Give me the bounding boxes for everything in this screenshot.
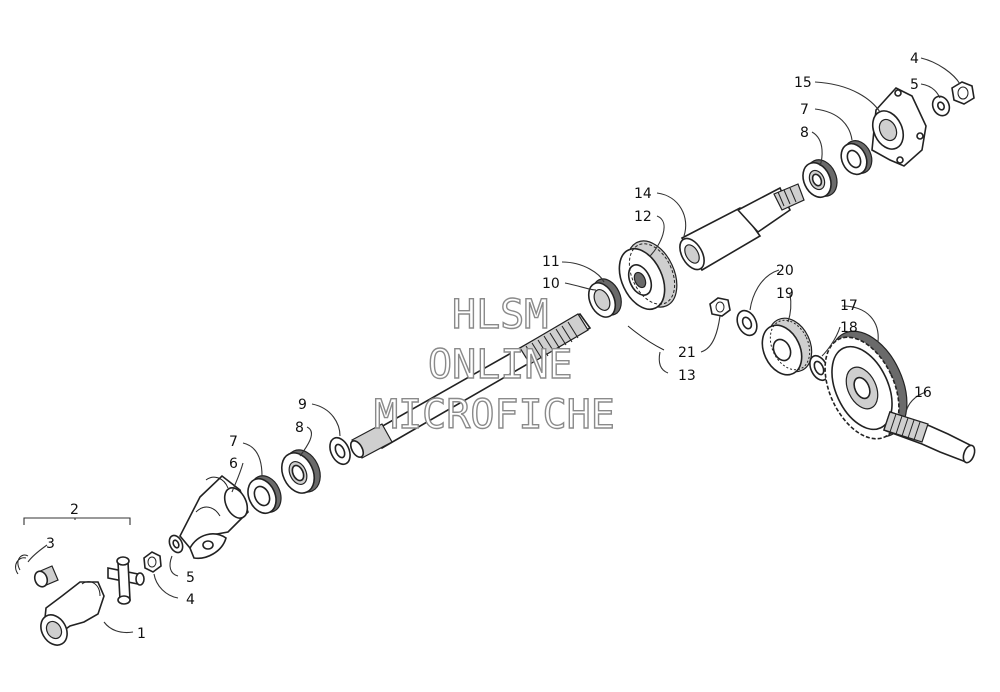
callout-21: 21 [678,345,696,361]
callout-4b: 4 [910,51,919,67]
callout-14: 14 [634,186,652,202]
oil-seal [840,140,873,176]
callout-9: 9 [298,397,307,413]
retaining-ring [627,325,665,351]
callout-17: 17 [840,298,858,314]
callout-10: 10 [542,276,560,292]
callout-4: 4 [186,592,195,608]
callout-18: 18 [840,320,858,336]
thrust-washer [329,436,351,466]
callout-6: 6 [229,456,238,472]
callout-7: 7 [229,434,238,450]
callout-15: 15 [794,75,812,91]
callout-16: 16 [914,385,932,401]
callout-2: 2 [70,502,79,518]
input-yoke [40,581,105,646]
oil-seal [247,475,282,515]
callout-20: 20 [776,263,794,279]
callout-12: 12 [634,209,652,225]
bevel-gear [618,240,678,311]
callout-13: 13 [678,368,696,384]
callout-5b: 5 [910,77,919,93]
snap-ring [15,554,29,575]
washer [168,534,184,554]
bearing-cup [33,565,59,588]
callout-5: 5 [186,570,195,586]
callout-8: 8 [295,420,304,436]
output-flange [871,87,927,167]
washer [736,309,758,337]
main-shaft [349,312,592,459]
spur-gear [824,330,908,440]
callout-19: 19 [776,286,794,302]
callout-labels: 1 2 3 5 4 7 6 9 8 11 10 14 12 21 13 15 7… [46,51,932,642]
bearing [280,449,321,494]
callout-11: 11 [542,254,560,270]
pinion-gear [761,317,813,376]
watermark-line-1: HLSM [452,292,548,338]
universal-joint-cross [107,556,145,605]
leader-lines [23,57,961,634]
nut [143,551,162,573]
output-yoke [179,474,249,560]
callout-3: 3 [46,536,55,552]
countershaft [882,410,976,464]
callout-7b: 7 [800,102,809,118]
nut [951,81,975,105]
washer [931,95,951,117]
callout-8b: 8 [800,125,809,141]
watermark-line-3: MICROFICHE [374,392,615,438]
output-shaft [679,183,805,272]
watermark: HLSM ONLINE MICROFICHE [373,291,615,438]
needle-bearing [587,278,622,318]
bearing [802,159,838,199]
nut [709,297,731,317]
watermark-line-2: ONLINE [428,342,573,388]
callout-1: 1 [137,626,146,642]
